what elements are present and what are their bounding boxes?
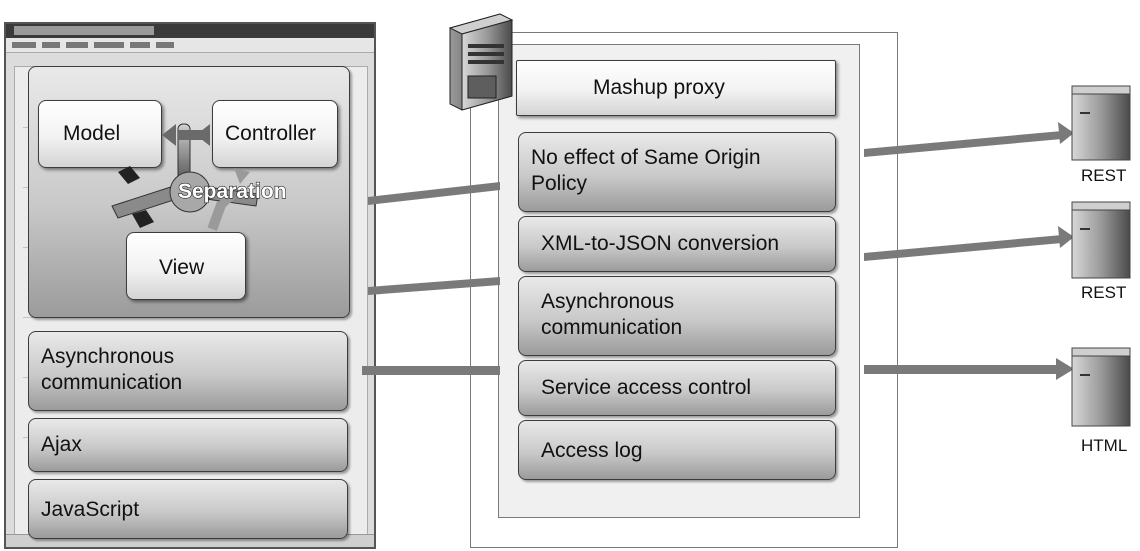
remote-server-icon-2	[1071, 201, 1131, 279]
arrow-to-remote-3	[864, 358, 1074, 380]
function-access-control-label: Service access control	[541, 376, 752, 399]
controller-box: Controller	[212, 100, 338, 168]
layer-async-label: Asynchronous communication	[41, 345, 183, 394]
remote-server-icon-3	[1071, 347, 1131, 427]
function-async-label: Asynchronous communication	[541, 290, 683, 339]
connector-2	[368, 277, 500, 295]
arrow-to-remote-1	[864, 122, 1074, 157]
function-access-control-box: Service access control	[518, 360, 836, 416]
function-sop-label: No effect of Same Origin Policy	[531, 146, 761, 195]
layer-async-box: Asynchronous communication	[28, 331, 348, 411]
layer-ajax-label: Ajax	[41, 433, 82, 456]
function-access-log-box: Access log	[518, 420, 836, 480]
proxy-title-box: Mashup proxy	[516, 60, 836, 116]
view-box: View	[126, 232, 246, 300]
remote-1-label: REST	[1081, 166, 1127, 185]
view-to-controller-arrow	[207, 168, 250, 231]
server-tower-icon	[448, 13, 514, 111]
function-xml-json-box: XML-to-JSON conversion	[518, 216, 836, 272]
remote-server-icon-1	[1071, 85, 1131, 161]
browser-menu-bar	[6, 38, 374, 53]
connector-1	[368, 182, 500, 205]
browser-title-bar	[6, 24, 374, 38]
controller-label: Controller	[225, 122, 317, 145]
model-view-double-arrow	[118, 166, 154, 228]
function-async-box: Asynchronous communication	[518, 276, 836, 356]
layer-ajax-box: Ajax	[28, 418, 348, 472]
function-access-log-label: Access log	[541, 439, 643, 462]
remote-2-label: REST	[1081, 283, 1127, 302]
layer-javascript-box: JavaScript	[28, 479, 348, 539]
layer-javascript-label: JavaScript	[41, 498, 140, 521]
function-xml-json-label: XML-to-JSON conversion	[541, 232, 780, 255]
proxy-title: Mashup proxy	[593, 76, 725, 99]
controller-to-model-arrow	[162, 124, 210, 146]
view-label: View	[159, 256, 205, 279]
model-box: Model	[38, 100, 162, 168]
arrow-to-remote-2	[864, 226, 1074, 261]
connector-3	[362, 366, 500, 375]
model-label: Model	[63, 122, 121, 145]
separation-label: Separation	[178, 180, 287, 203]
function-sop-box: No effect of Same Origin Policy	[518, 132, 836, 212]
remote-3-label: HTML	[1081, 436, 1128, 455]
